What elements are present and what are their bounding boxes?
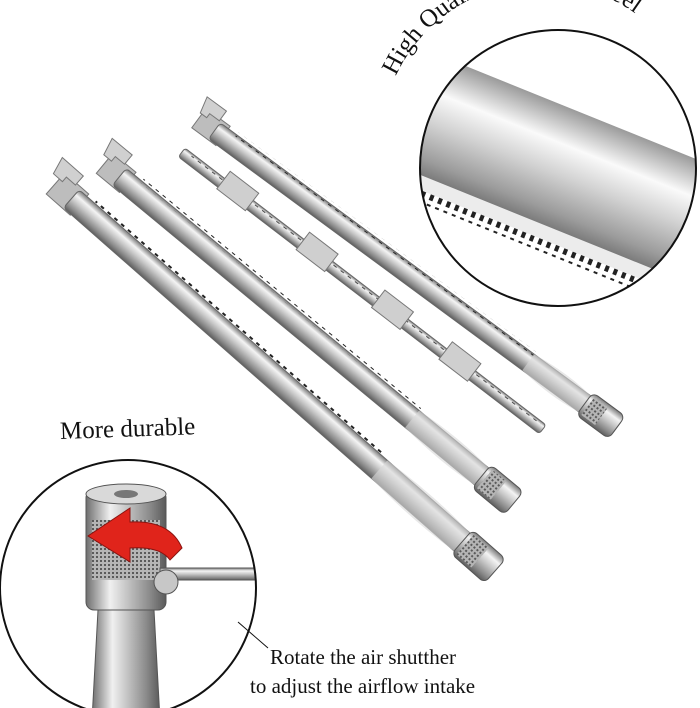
burner-tube-second	[95, 137, 522, 513]
crossover-tube	[179, 148, 546, 434]
shutter-pointer-line	[237, 621, 269, 649]
burner-tube-back	[191, 96, 624, 437]
more-durable-caption: More durable	[59, 413, 196, 445]
burner-tube-front	[45, 156, 504, 582]
air-shutter-caption-line-2: to adjust the airflow intake	[250, 674, 476, 698]
air-shutter-caption-line-1: Rotate the air shutther	[270, 645, 457, 669]
stainless-closeup-circle	[419, 29, 697, 307]
air-shutter-detail-circle	[0, 459, 257, 708]
rotate-arrow-icon	[87, 507, 183, 563]
